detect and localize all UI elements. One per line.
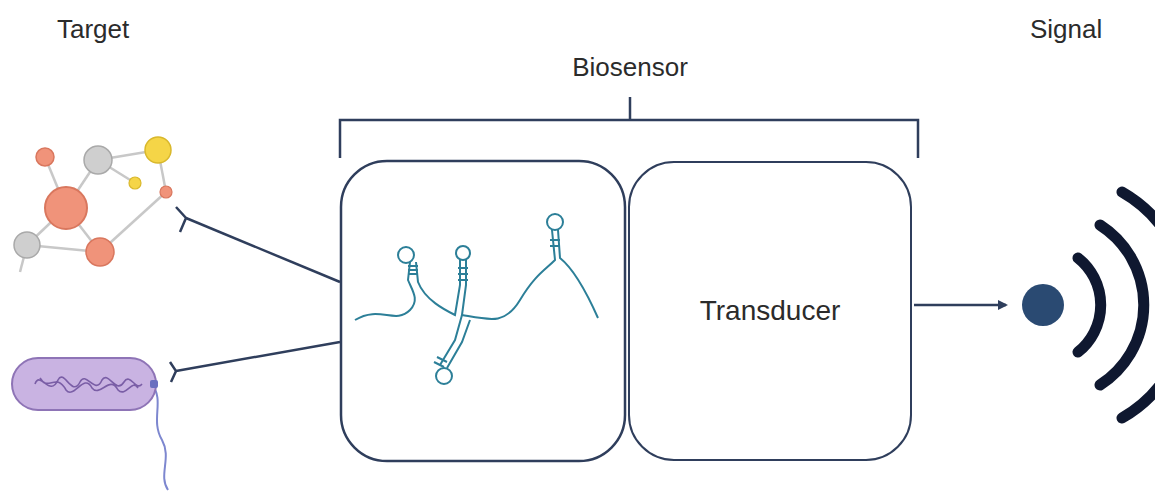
text-label: Signal bbox=[1030, 14, 1102, 45]
bacterium-target bbox=[12, 358, 168, 490]
text-label: Target bbox=[57, 14, 129, 45]
aptamer-strands bbox=[355, 214, 598, 384]
binding-line bbox=[170, 207, 340, 382]
transducer-box: Transducer bbox=[628, 161, 912, 461]
text-label: Biosensor bbox=[572, 52, 688, 83]
signal-icon bbox=[914, 192, 1155, 418]
molecule-target bbox=[14, 137, 172, 272]
bracket bbox=[340, 97, 918, 158]
node-text: Transducer bbox=[700, 295, 841, 327]
recognition-box bbox=[341, 161, 625, 461]
